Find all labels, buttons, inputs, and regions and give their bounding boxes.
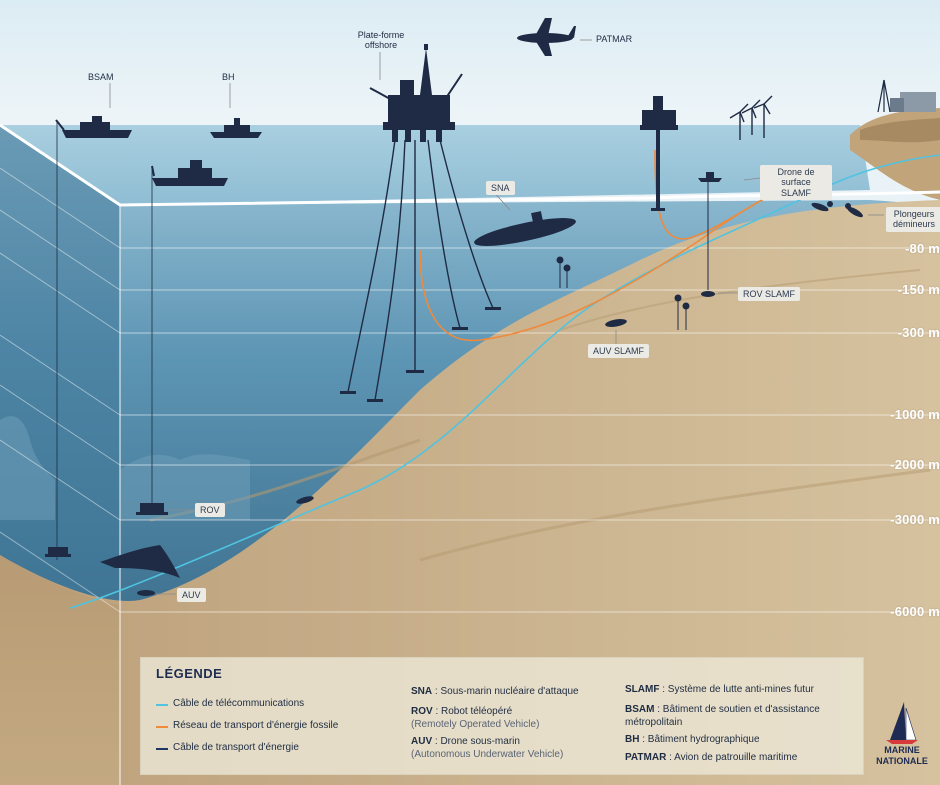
legend-power-swatch bbox=[156, 748, 168, 750]
depth-label: -300 m bbox=[898, 325, 940, 340]
depth-label: -150 m bbox=[898, 282, 940, 297]
legend-abbr-patmar: PATMAR : Avion de patrouille maritime bbox=[625, 752, 797, 765]
legend-fossil-label: Réseau de transport d'énergie fossile bbox=[173, 720, 338, 731]
legend-power-label: Câble de transport d'énergie bbox=[173, 742, 299, 753]
legend-title: LÉGENDE bbox=[156, 666, 222, 681]
auv-icon bbox=[137, 590, 155, 596]
legend-abbr-bsam: BSAM : Bâtiment de soutien et d'assistan… bbox=[625, 704, 850, 729]
legend-abbr-auv: AUV : Drone sous-marin(Autonomous Underw… bbox=[411, 736, 563, 761]
label-patmar: PATMAR bbox=[596, 34, 632, 44]
coast-building bbox=[900, 92, 936, 112]
label-bsam: BSAM bbox=[88, 72, 114, 82]
logo-line-1: MARINE bbox=[872, 746, 932, 755]
depth-label: -2000 m bbox=[890, 457, 940, 472]
logo-line-2: NATIONALE bbox=[872, 757, 932, 766]
legend-fossil-swatch bbox=[156, 726, 168, 728]
legend-abbr-bh: BH : Bâtiment hydrographique bbox=[625, 734, 760, 747]
rov-slamf-icon bbox=[701, 291, 715, 297]
marine-nationale-logo: MARINE NATIONALE bbox=[872, 700, 932, 778]
legend-abbr-rov: ROV : Robot téléopéré(Remotely Operated … bbox=[411, 706, 539, 731]
label-sna: SNA bbox=[486, 181, 515, 195]
label-bh: BH bbox=[222, 72, 235, 82]
seabed-rov-icon bbox=[45, 547, 71, 557]
depth-label: -80 m bbox=[905, 241, 940, 256]
label-rov-slamf: ROV SLAMF bbox=[738, 287, 800, 301]
legend-telecom-swatch bbox=[156, 704, 168, 706]
label-platform: Plate-forme offshore bbox=[352, 30, 410, 51]
label-rov: ROV bbox=[195, 503, 225, 517]
legend-panel: LÉGENDE Câble de télécommunications Rése… bbox=[140, 657, 864, 775]
depth-label: -1000 m bbox=[890, 407, 940, 422]
sky bbox=[0, 0, 940, 130]
label-auv: AUV bbox=[177, 588, 206, 602]
coast-building-2 bbox=[890, 98, 904, 112]
legend-abbr-slamf: SLAMF : Système de lutte anti-mines futu… bbox=[625, 684, 814, 697]
legend-abbr-sna: SNA : Sous-marin nucléaire d'attaque bbox=[411, 686, 579, 699]
depth-label: -6000 m bbox=[890, 604, 940, 619]
legend-telecom-label: Câble de télécommunications bbox=[173, 698, 304, 709]
label-divers: Plongeurs démineurs bbox=[886, 207, 940, 232]
depth-label: -3000 m bbox=[890, 512, 940, 527]
rov-icon bbox=[136, 503, 168, 515]
sail-logo-icon bbox=[872, 700, 932, 746]
label-auv-slamf: AUV SLAMF bbox=[588, 344, 649, 358]
label-drone-surface: Drone de surface SLAMF bbox=[760, 165, 832, 200]
